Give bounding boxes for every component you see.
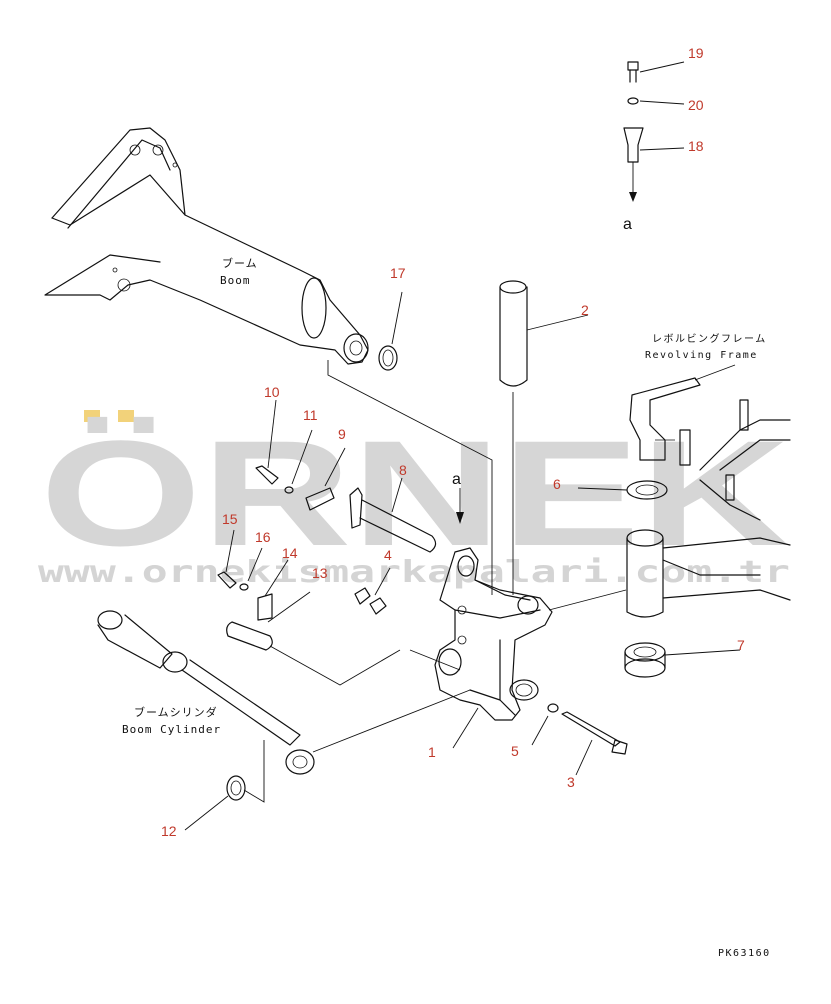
small-parts-9-10-11: [255, 399, 346, 511]
pin-2: [499, 280, 589, 595]
cylinder-label-jp: ブームシリンダ: [134, 705, 218, 719]
part-number-10: 10: [264, 384, 280, 400]
nuts-4: [354, 567, 391, 615]
watermark: ÖRNEK www.ornekismarkapalari.com.tr: [38, 409, 790, 590]
part-number-1: 1: [428, 744, 436, 760]
bushing-7: [624, 642, 741, 678]
part-number-15: 15: [222, 511, 238, 527]
boom-label-en: Boom: [220, 274, 251, 287]
part-number-14: 14: [282, 545, 298, 561]
part-number-16: 16: [255, 529, 271, 545]
detail-a-parts: [623, 61, 685, 202]
boom-part: [44, 127, 369, 365]
part-number-13: 13: [312, 565, 328, 581]
part-number-6: 6: [553, 476, 561, 492]
watermark-accent-right: [118, 410, 134, 422]
revolving-frame: [626, 364, 791, 618]
small-parts-13-14-15-16: [217, 529, 401, 686]
part-number-3: 3: [567, 774, 575, 790]
view-arrow-label-main: a: [452, 471, 461, 488]
part-number-2: 2: [581, 302, 589, 318]
washer-5: [547, 703, 559, 713]
watermark-brand: ÖRNEK: [40, 409, 790, 577]
drawing-code: PK63160: [718, 948, 771, 959]
frame-label-jp: レボルビングフレーム: [652, 332, 767, 345]
swing-bracket-1: [409, 547, 627, 749]
pin-8: [349, 477, 437, 553]
part-number-9: 9: [338, 426, 346, 442]
boom-to-bracket-line: [327, 360, 493, 595]
watermark-url: www.ornekismarkapalari.com.tr: [38, 555, 790, 590]
washer-17: [378, 345, 398, 371]
part-number-20: 20: [688, 97, 704, 113]
part-number-labels: 1 2 3 4 5 6 7 8 9 10 11 12 13 14 15 16 1…: [161, 45, 745, 839]
watermark-accent-left: [84, 410, 100, 422]
part-number-19: 19: [688, 45, 704, 61]
view-arrow-label-top: a: [623, 216, 632, 233]
cylinder-label-en: Boom Cylinder: [122, 723, 221, 736]
boom-cylinder: [97, 610, 471, 803]
part-number-17: 17: [390, 265, 406, 281]
part-number-8: 8: [399, 462, 407, 478]
bolt-3: [561, 711, 628, 776]
part-number-7: 7: [737, 637, 745, 653]
part-number-5: 5: [511, 743, 519, 759]
frame-label-en: Revolving Frame: [645, 350, 758, 361]
washer-12: [226, 775, 246, 801]
part-number-4: 4: [384, 547, 392, 563]
part-number-11: 11: [303, 407, 318, 423]
part-number-12: 12: [161, 823, 177, 839]
part-number-18: 18: [688, 138, 704, 154]
boom-label-jp: ブーム: [222, 256, 258, 270]
